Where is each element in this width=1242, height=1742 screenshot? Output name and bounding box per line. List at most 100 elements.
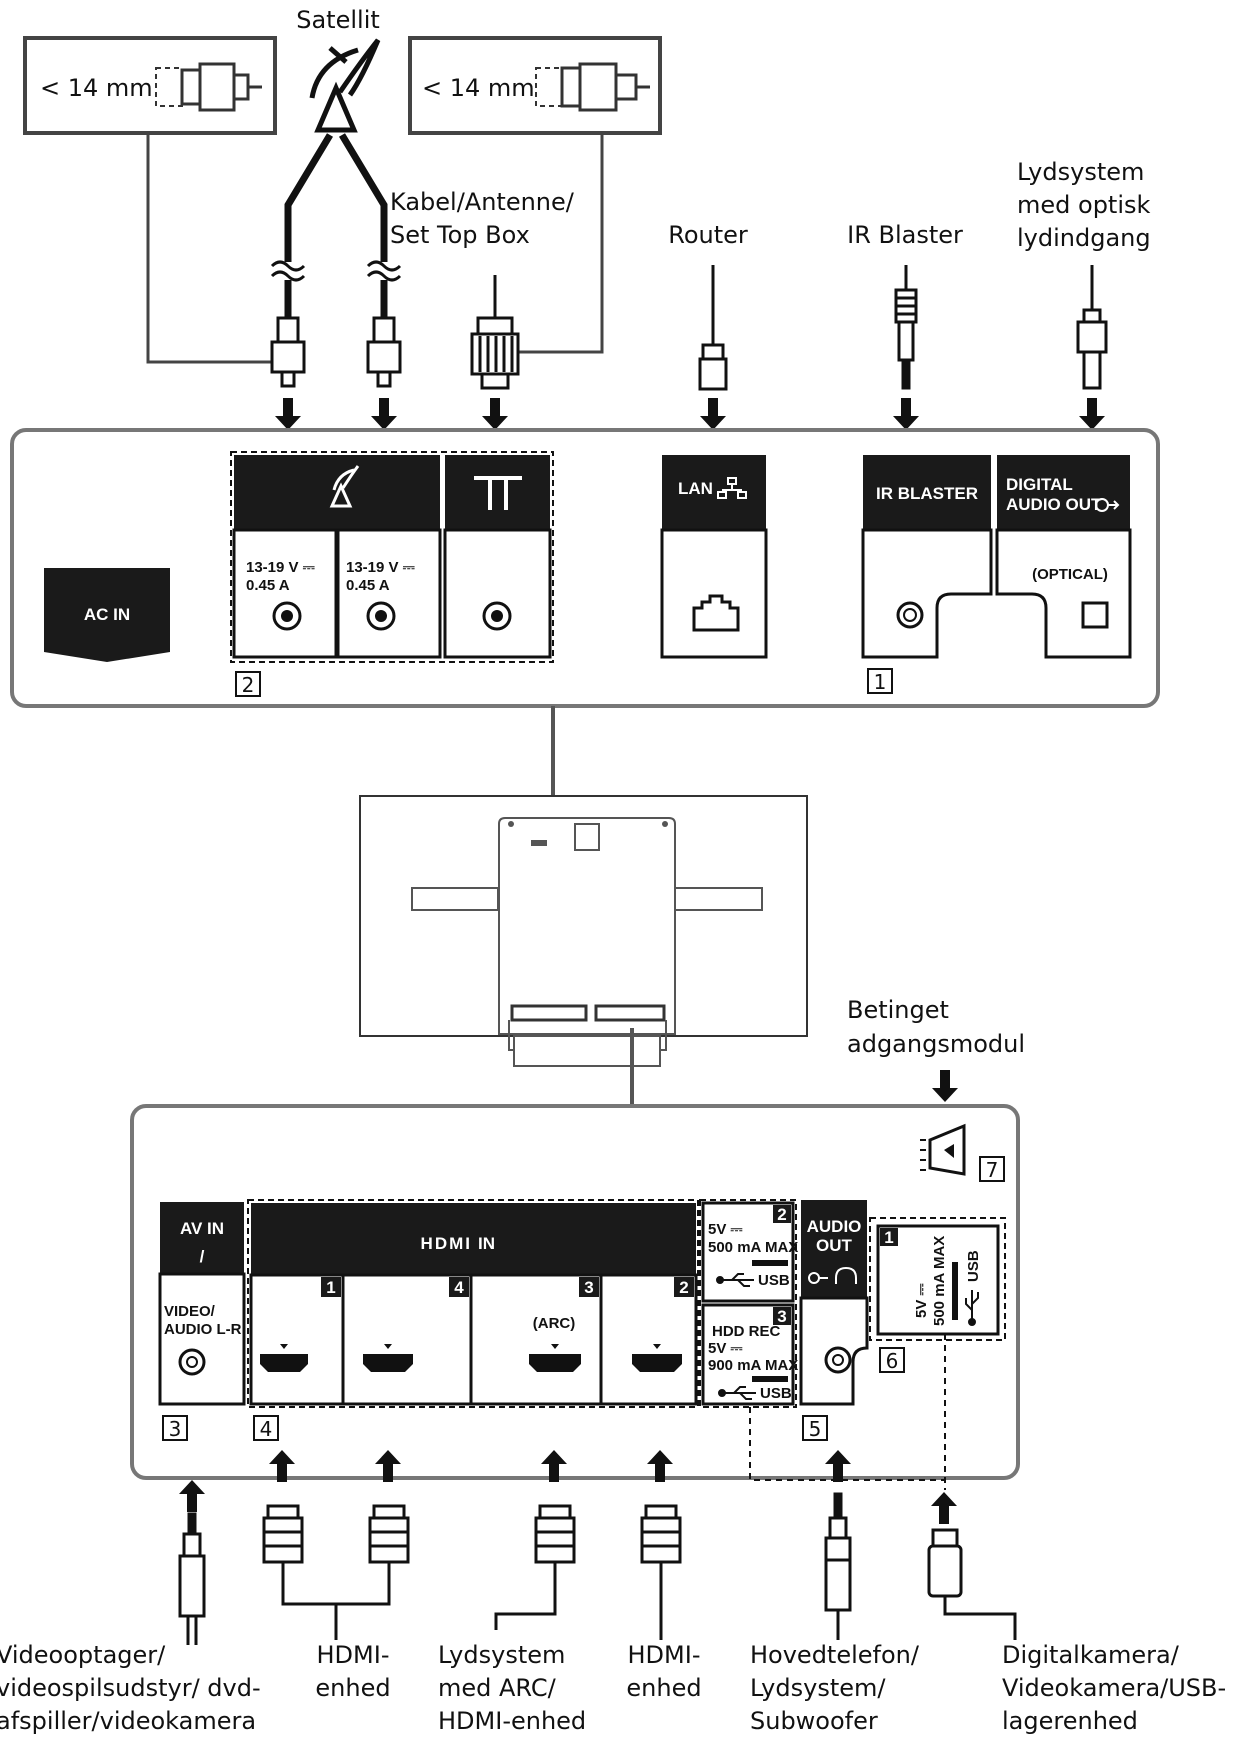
optical-system-label-line2: med optisk xyxy=(1017,191,1151,219)
optical-system-label-line1: Lydsystem xyxy=(1017,158,1144,186)
satellite-sub-port[interactable] xyxy=(368,603,394,629)
hdmi-4-number: 4 xyxy=(454,1278,464,1297)
hdmi-device-label-1-line2: enhed xyxy=(315,1674,390,1702)
f-connector-sub-icon xyxy=(366,316,402,388)
hdd-rec-label: HDD REC xyxy=(712,1323,781,1340)
headphone-label-line1: Hovedtelefon/ xyxy=(750,1641,920,1669)
sat-main-spec-voltage: 13-19 V ⎓ xyxy=(246,559,315,576)
group-number-5: 5 xyxy=(802,1415,828,1441)
top-connection-arrows xyxy=(275,398,1105,430)
usb-2-port[interactable] xyxy=(703,1203,793,1301)
usb-3-port[interactable] xyxy=(703,1305,793,1404)
hdmi-4-port[interactable] xyxy=(361,1350,415,1376)
usb-1-frame xyxy=(869,1217,1006,1341)
headphone-label-line2: Lydsystem/ xyxy=(750,1674,886,1702)
ir-blaster-plug-icon xyxy=(894,265,918,390)
antenna-port-block xyxy=(443,455,552,659)
lan-label: LAN xyxy=(678,479,713,498)
svg-text:4: 4 xyxy=(260,1417,273,1441)
lan-port[interactable] xyxy=(690,594,742,634)
bottom-cables xyxy=(281,1562,1017,1640)
optical-system-label-line3: lydindgang xyxy=(1017,224,1151,252)
sat-sub-spec-voltage: 13-19 V ⎓ xyxy=(346,559,415,576)
cam-label-line2: adgangsmodul xyxy=(847,1030,1025,1058)
arc-device-label-line1: Lydsystem xyxy=(438,1641,565,1669)
video-audio-label-line2: AUDIO L-R xyxy=(164,1321,242,1338)
arc-label: (ARC) xyxy=(533,1315,576,1332)
optical-audio-out-port[interactable] xyxy=(1081,601,1109,629)
usb-dashed-routes xyxy=(749,1334,946,1490)
satellite-main-port[interactable] xyxy=(274,603,300,629)
av-in-port[interactable] xyxy=(178,1348,206,1376)
usb-1-voltage: 5V ⎓ xyxy=(913,1283,930,1318)
audio-out-port[interactable] xyxy=(824,1346,852,1374)
hdmi-logo: HDMI xyxy=(421,1234,472,1253)
optical-plug-icon xyxy=(1076,265,1108,390)
cable-antenna-label-line2: Set Top Box xyxy=(390,221,530,249)
connector-size-callout-right: < 14 mm xyxy=(408,36,662,135)
cable-break-marks xyxy=(270,260,402,282)
hdmi-2-port[interactable] xyxy=(630,1350,684,1376)
usb-3-icon xyxy=(718,1386,756,1400)
satellite-dish-icon xyxy=(309,38,381,133)
sat-main-spec-current: 0.45 A xyxy=(246,577,290,594)
satellite-label: Satellit xyxy=(296,6,380,34)
connector-size-callout-left: < 14 mm xyxy=(23,36,277,135)
antenna-port[interactable] xyxy=(484,603,510,629)
usb-1-label: USB xyxy=(965,1250,982,1282)
usb-1-current: 500 mA MAX xyxy=(931,1236,948,1326)
hdmi-1-port[interactable] xyxy=(258,1350,310,1376)
arc-device-label-line3: HDMI-enhed xyxy=(438,1707,586,1735)
headphone-out-icon xyxy=(808,1266,857,1284)
group-number-3: 3 xyxy=(162,1415,188,1441)
usb-2-3-frame xyxy=(699,1199,797,1408)
camera-label-line2: Videokamera/USB- xyxy=(1002,1674,1226,1702)
optical-label: (OPTICAL) xyxy=(1032,566,1108,583)
camera-label-line3: lagerenhed xyxy=(1002,1707,1138,1735)
headphone-plug-icon xyxy=(824,1492,852,1612)
hdmi-3-arc-port[interactable] xyxy=(527,1350,583,1376)
hdmi-device-label-1-line1: HDMI- xyxy=(317,1641,390,1669)
connector-size-left: < 14 mm xyxy=(40,74,153,102)
video-audio-label-line1: VIDEO/ xyxy=(164,1303,216,1320)
audio-out-label-line2: OUT xyxy=(816,1236,853,1255)
tv-rear-illustration xyxy=(359,795,808,1067)
cam-slot[interactable] xyxy=(928,1124,968,1176)
video-device-label-line1: Videooptager/ xyxy=(0,1641,166,1669)
hdmi-device-label-2-line1: HDMI- xyxy=(628,1641,701,1669)
cam-arrow xyxy=(932,1070,958,1102)
av-in-label: AV IN xyxy=(180,1219,224,1238)
av-plug-icon xyxy=(178,1512,206,1645)
lan-port-block: LAN xyxy=(660,455,768,659)
cam-label-line1: Betinget xyxy=(847,996,949,1024)
group-number-1-top: 1 xyxy=(867,668,893,694)
usb-1-number: 1 xyxy=(884,1228,893,1247)
svg-text:3: 3 xyxy=(169,1417,182,1441)
video-device-label-line3: afspiller/videokamera xyxy=(0,1707,256,1735)
antenna-icon xyxy=(474,476,522,510)
usb-3-number: 3 xyxy=(777,1307,786,1326)
satellite-port-block: MAIN SUB. 13-19 V ⎓ 0.45 A 13-19 V ⎓ 0.4… xyxy=(232,455,442,659)
router-label: Router xyxy=(668,221,748,249)
usb-2-number: 2 xyxy=(777,1205,786,1224)
usb-1-port[interactable] xyxy=(878,1226,998,1334)
callout-leader-right xyxy=(510,133,604,354)
satellite-port-icon xyxy=(329,465,360,508)
sat-main-label: MAIN xyxy=(291,531,334,550)
hdmi-3-number: 3 xyxy=(584,1278,593,1297)
hdmi-2-number: 2 xyxy=(679,1278,688,1297)
usb-2-icon xyxy=(716,1273,754,1287)
usb-3-port-block: 3 HDD REC 5V ⎓ 900 mA MAX USB xyxy=(701,1303,798,1406)
digital-audio-label-line2: AUDIO OUT xyxy=(1006,495,1102,514)
ir-blaster-label: IR Blaster xyxy=(847,221,963,249)
hdmi-group-frame xyxy=(247,1199,699,1408)
group-number-2-top: 2 xyxy=(235,671,261,697)
usb-plug-icon xyxy=(927,1528,963,1598)
f-connector-main-icon xyxy=(270,316,306,388)
ir-blaster-port[interactable] xyxy=(896,601,924,629)
hdmi-device-label-2-line2: enhed xyxy=(626,1674,701,1702)
satellite-cables xyxy=(284,133,388,318)
usb-2-port-block: 2 5V ⎓ 500 mA MAX USB xyxy=(701,1201,798,1303)
lan-plug-icon xyxy=(698,265,728,391)
ac-in-label-block: AC IN xyxy=(44,568,170,662)
